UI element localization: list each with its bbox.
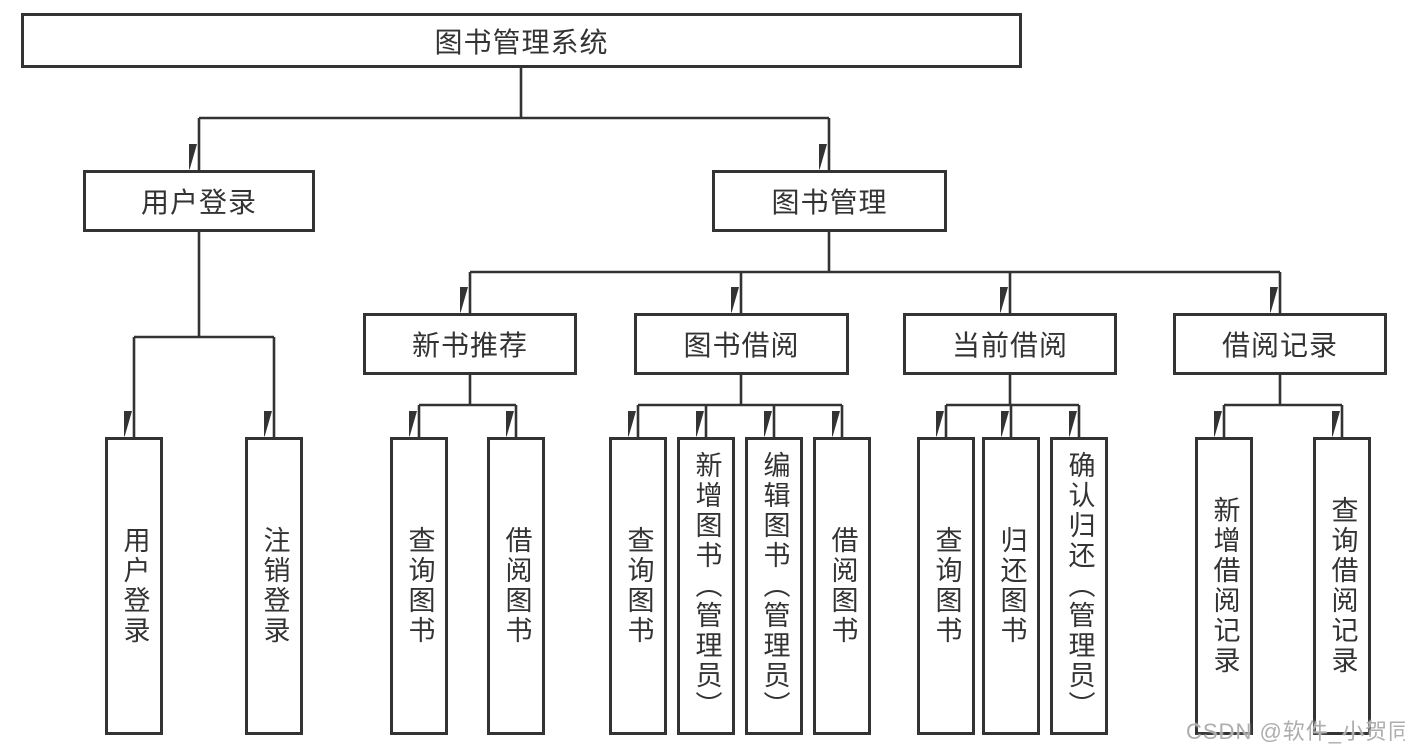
leaf-logout: 注销登录 [245,437,303,735]
leaf-borrow-edit-admin-label: 编辑图书（管理员） [759,451,790,721]
leaf-current-query-label: 查询图书 [931,526,962,646]
leaf-borrow-query-label: 查询图书 [623,526,654,646]
connector-root-to-level2 [199,68,831,170]
node-borrow-records: 借阅记录 [1173,313,1387,375]
csdn-watermark: CSDN @软件_小贺同学 [1186,719,1405,744]
leaf-borrow-edit-admin: 编辑图书（管理员） [745,437,803,735]
node-new-book-recommend: 新书推荐 [363,313,577,375]
node-book-management: 图书管理 [712,170,947,232]
leaf-records-add: 新增借阅记录 [1195,437,1253,735]
connector-records-children [1224,375,1344,437]
leaf-current-return-label: 归还图书 [996,526,1027,646]
leaf-borrow-add-admin-label: 新增图书（管理员） [691,451,722,721]
leaf-logout-label: 注销登录 [259,526,290,646]
node-user-login-label: 用户登录 [140,187,257,218]
leaf-newbook-query-label: 查询图书 [404,526,435,646]
leaf-current-return: 归还图书 [982,437,1040,735]
leaf-borrow-query: 查询图书 [609,437,667,735]
leaf-newbook-query: 查询图书 [390,437,448,735]
leaf-records-query-label: 查询借阅记录 [1327,496,1358,676]
leaf-newbook-borrow: 借阅图书 [487,437,545,735]
leaf-records-add-label: 新增借阅记录 [1209,496,1240,676]
leaf-borrow-add-admin: 新增图书（管理员） [677,437,735,735]
leaf-borrow-book-label: 借阅图书 [827,526,858,646]
node-book-borrow: 图书借阅 [634,313,849,375]
connector-bookmgmt-children [470,232,1282,313]
leaf-current-confirm-admin-label: 确认归还（管理员） [1064,451,1095,721]
leaf-records-query: 查询借阅记录 [1313,437,1371,735]
node-root: 图书管理系统 [21,13,1022,68]
leaf-newbook-borrow-label: 借阅图书 [501,526,532,646]
connector-bookborrow-children [638,375,844,437]
leaf-current-confirm-admin: 确认归还（管理员） [1050,437,1108,735]
node-book-borrow-label: 图书借阅 [683,330,800,361]
node-current-borrow: 当前借阅 [903,313,1117,375]
connector-currentborrow-children [946,375,1081,437]
node-new-book-recommend-label: 新书推荐 [411,330,528,361]
node-book-management-label: 图书管理 [771,187,888,218]
node-root-label: 图书管理系统 [434,26,609,58]
leaf-current-query: 查询图书 [917,437,975,735]
node-current-borrow-label: 当前借阅 [951,330,1068,361]
node-user-login: 用户登录 [83,170,315,232]
leaf-user-login-label: 用户登录 [119,526,150,646]
connector-userlogin-children [134,232,276,437]
leaf-borrow-book: 借阅图书 [813,437,871,735]
node-borrow-records-label: 借阅记录 [1221,330,1338,361]
connector-newbook-children [419,375,518,437]
leaf-user-login: 用户登录 [105,437,163,735]
